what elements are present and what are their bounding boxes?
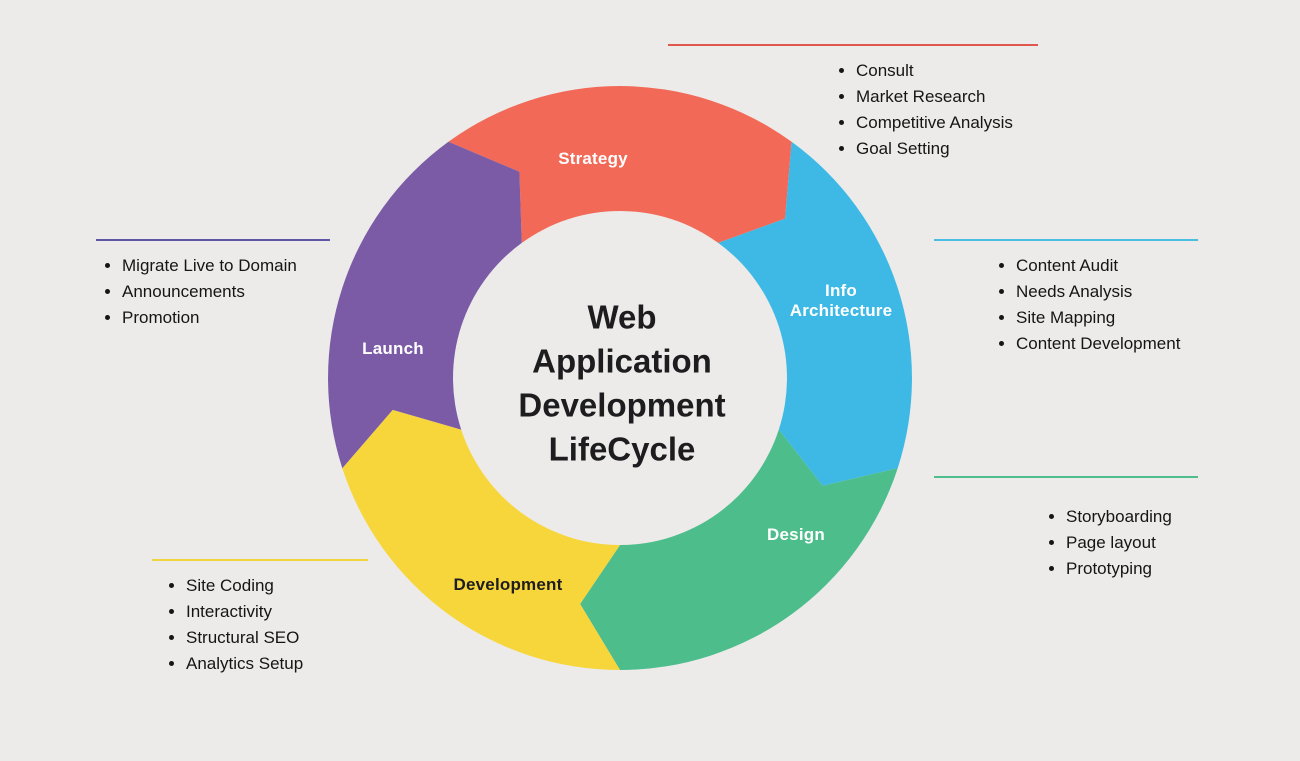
callout-list-development: Site Coding Interactivity Structural SEO… (166, 573, 368, 677)
callout-info-architecture: Content Audit Needs Analysis Site Mappin… (934, 239, 1198, 358)
diagram-title: Web Application Development LifeCycle (518, 295, 725, 471)
callout-list-design: Storyboarding Page layout Prototyping (1046, 504, 1198, 581)
list-item: Needs Analysis (1016, 279, 1198, 304)
callout-list-info-architecture: Content Audit Needs Analysis Site Mappin… (996, 253, 1198, 357)
list-item: Goal Setting (856, 136, 1038, 161)
callout-rule-info-architecture (934, 239, 1198, 241)
callout-list-launch: Migrate Live to Domain Announcements Pro… (102, 253, 330, 330)
list-item: Prototyping (1066, 556, 1198, 581)
list-item: Interactivity (186, 599, 368, 624)
list-item: Storyboarding (1066, 504, 1198, 529)
callout-launch: Migrate Live to Domain Announcements Pro… (96, 239, 330, 331)
list-item: Announcements (122, 279, 330, 304)
list-item: Content Development (1016, 331, 1198, 356)
callout-rule-strategy (668, 44, 1038, 46)
list-item: Market Research (856, 84, 1038, 109)
callout-rule-design (934, 476, 1198, 478)
segment-strategy (448, 86, 792, 243)
callout-rule-development (152, 559, 368, 561)
list-item: Structural SEO (186, 625, 368, 650)
segment-info-architecture (718, 141, 912, 486)
list-item: Migrate Live to Domain (122, 253, 330, 278)
list-item: Consult (856, 58, 1038, 83)
diagram-title-line: LifeCycle (548, 429, 696, 467)
list-item: Page layout (1066, 530, 1198, 555)
callout-list-strategy: Consult Market Research Competitive Anal… (836, 58, 1038, 162)
segment-launch (328, 141, 522, 469)
diagram-title-line: Web (587, 298, 657, 336)
segment-development (342, 409, 620, 670)
callout-rule-launch (96, 239, 330, 241)
list-item: Site Coding (186, 573, 368, 598)
list-item: Competitive Analysis (856, 110, 1038, 135)
list-item: Analytics Setup (186, 651, 368, 676)
segment-label-launch: Launch (362, 339, 424, 358)
callout-strategy: Consult Market Research Competitive Anal… (668, 44, 1038, 163)
diagram-title-line: Development (518, 386, 726, 423)
segment-label-development: Development (453, 575, 563, 594)
callout-design: Storyboarding Page layout Prototyping (934, 476, 1198, 582)
diagram-title-line: Application (532, 342, 712, 380)
list-item: Promotion (122, 305, 330, 330)
list-item: Content Audit (1016, 253, 1198, 278)
list-item: Site Mapping (1016, 305, 1198, 330)
segment-design (580, 429, 898, 670)
segment-label-strategy: Strategy (558, 149, 628, 168)
segment-label-info-architecture: Info Architecture (789, 281, 893, 320)
callout-development: Site Coding Interactivity Structural SEO… (152, 559, 368, 678)
segment-label-design: Design (767, 525, 825, 544)
